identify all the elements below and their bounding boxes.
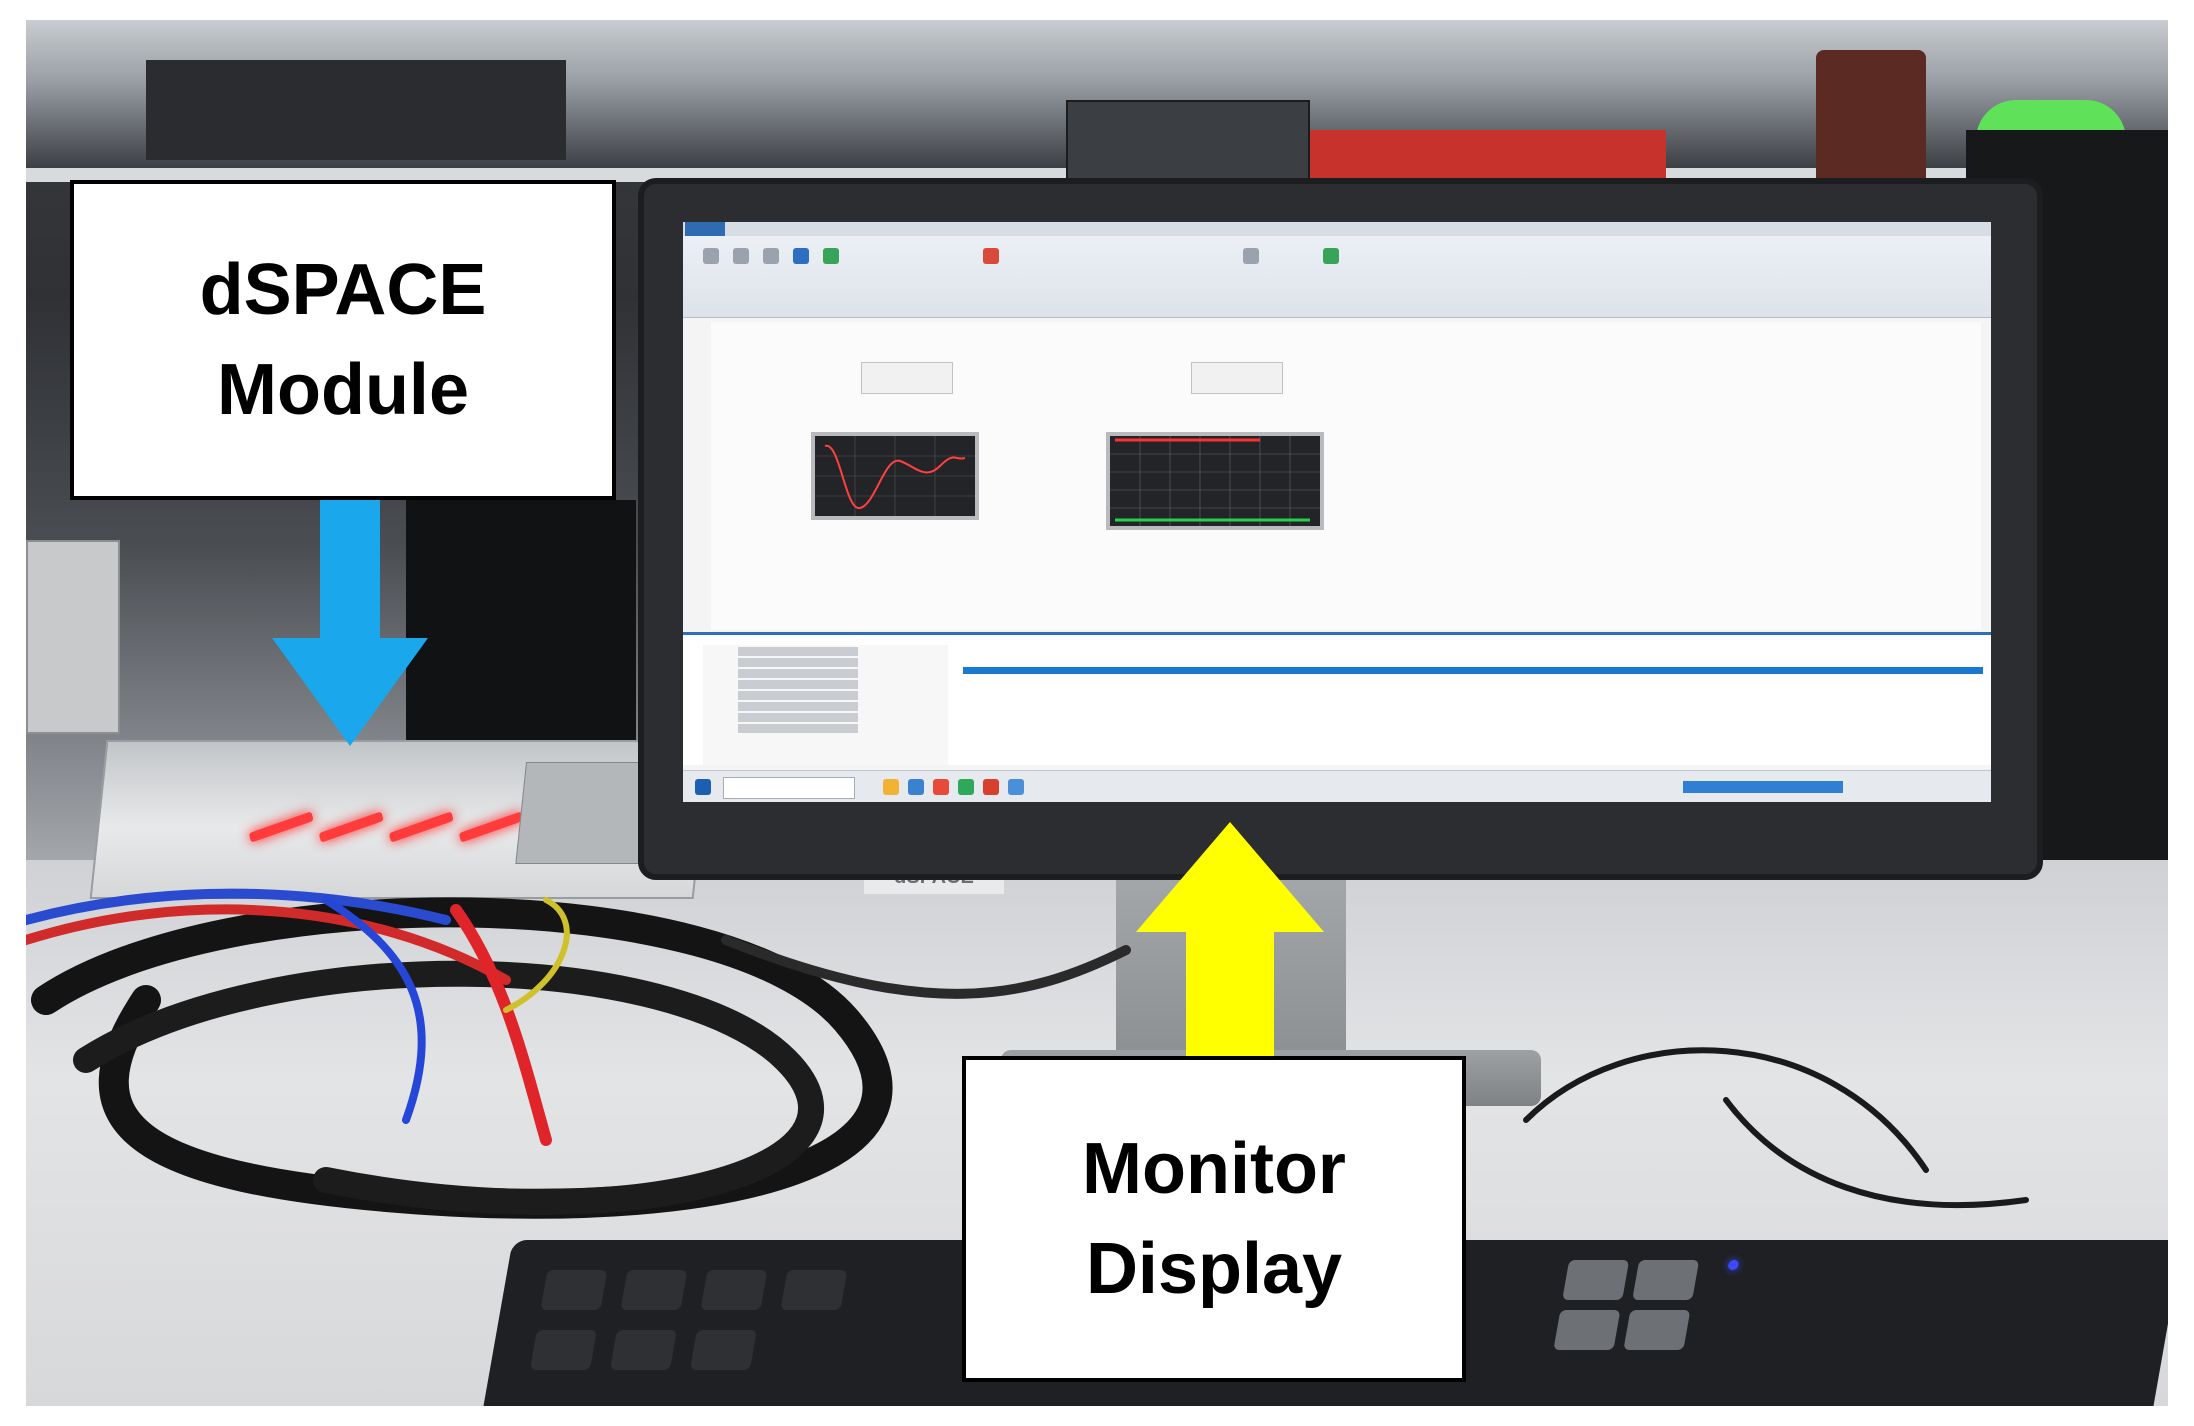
keyboard-key: [780, 1270, 848, 1310]
dspace-module-label: dSPACE Module: [70, 180, 616, 500]
ribbon-tabs: [683, 222, 1991, 236]
tree-row: [738, 658, 858, 667]
layout-area: [711, 322, 1981, 630]
bottom-panel: [683, 632, 1991, 765]
ribbon-icon: [703, 248, 719, 264]
tree-row: [738, 647, 858, 656]
left-plot-trace: [824, 444, 966, 509]
bottle: [1816, 50, 1926, 200]
monitor-display-label-line1: Monitor: [1082, 1129, 1346, 1209]
keyboard-key: [689, 1330, 757, 1370]
keyboard-key: [540, 1270, 608, 1310]
tree-row: [738, 680, 858, 689]
file-tab: [685, 222, 725, 236]
tree-row: [738, 724, 858, 733]
value-display: [1191, 362, 1283, 394]
windows-start-icon: [695, 779, 711, 795]
monitor-screen: [683, 222, 1991, 802]
tree-row: [738, 713, 858, 722]
lab-photo: dSPACE: [26, 20, 2168, 1406]
tree-row: [738, 691, 858, 700]
back-monitor: [406, 500, 636, 760]
variable-tree: [703, 645, 948, 765]
right-plot-svg: [1110, 436, 1320, 526]
keyboard-key: [620, 1270, 688, 1310]
shelf-equipment-left: [146, 60, 566, 160]
keyboard-key: [1623, 1310, 1691, 1350]
tree-row: [738, 702, 858, 711]
taskbar-progress: [1683, 781, 1843, 793]
selected-table-row: [963, 667, 1983, 674]
taskbar-app-icon: [883, 779, 899, 795]
keyboard-key: [529, 1330, 597, 1370]
ribbon-icon: [793, 248, 809, 264]
taskbar-app-icon: [908, 779, 924, 795]
monitor-display-label: Monitor Display: [962, 1056, 1466, 1382]
app-ribbon: [683, 222, 1991, 318]
dspace-module-label-line1: dSPACE: [199, 250, 487, 330]
taskbar-app-icon: [933, 779, 949, 795]
keyboard-key: [609, 1330, 677, 1370]
keyboard-key: [700, 1270, 768, 1310]
taskbar-app-icon: [958, 779, 974, 795]
cables: [26, 888, 2029, 1219]
ribbon-icon: [1243, 248, 1259, 264]
monitor-display-label-line2: Display: [1085, 1229, 1343, 1309]
keyboard-led: [1727, 1260, 1740, 1270]
dspace-module-label-line2: Module: [217, 350, 469, 430]
keyboard-key: [1553, 1310, 1621, 1350]
keyboard-key: [1632, 1260, 1700, 1300]
right-plot: [1106, 432, 1324, 530]
ribbon-icon: [983, 248, 999, 264]
taskbar-app-icon: [983, 779, 999, 795]
keyboard-key: [1562, 1260, 1630, 1300]
left-plot: [811, 432, 979, 520]
monitor: [638, 178, 2043, 880]
oscilloscope: [26, 540, 120, 734]
ribbon-icon: [763, 248, 779, 264]
value-display: [861, 362, 953, 394]
ribbon-icon: [1323, 248, 1339, 264]
ribbon-icon: [733, 248, 749, 264]
blue-arrow-icon: [272, 478, 428, 746]
windows-taskbar: [683, 770, 1991, 802]
tree-row: [738, 669, 858, 678]
ribbon-icon: [823, 248, 839, 264]
left-plot-svg: [815, 436, 975, 516]
taskbar-search-box: [723, 777, 855, 799]
taskbar-app-icon: [1008, 779, 1024, 795]
yellow-arrow-icon: [1136, 822, 1324, 1068]
